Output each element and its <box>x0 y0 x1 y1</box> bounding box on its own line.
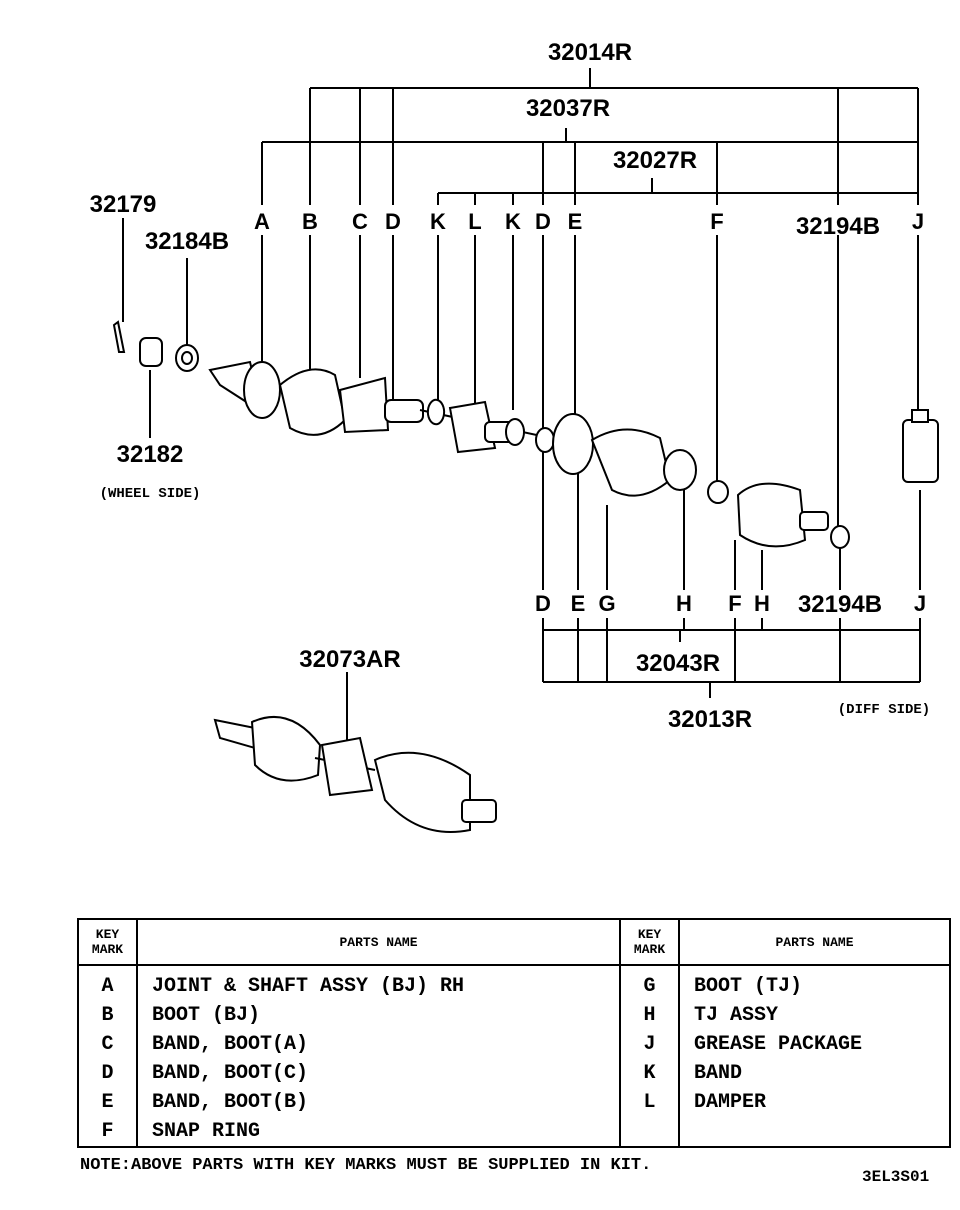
key-cell: B <box>77 1001 138 1030</box>
key-mark: E <box>568 209 583 234</box>
key-cell: H <box>619 1001 681 1030</box>
parts-name-header: PARTS NAME <box>135 918 622 966</box>
wheel-side-label: (WHEEL SIDE) <box>100 486 201 502</box>
exploded-parts-diagram: 32014R 32037R 32027R 32179 32184B 32194B… <box>90 39 939 833</box>
tj-joint-assy <box>590 428 850 549</box>
kit-note: NOTE:ABOVE PARTS WITH KEY MARKS MUST BE … <box>80 1156 652 1175</box>
key-mark: F <box>710 209 723 234</box>
callout-brackets <box>122 68 921 742</box>
drawing-code: 3EL3S01 <box>862 1168 930 1186</box>
name-cell: DAMPER <box>694 1091 767 1114</box>
key-mark-header: KEY MARK <box>77 918 138 966</box>
grease-package <box>902 409 939 483</box>
name-cell: BOOT (TJ) <box>694 975 803 998</box>
part-number-32194B-bottom: 32194B <box>798 591 882 618</box>
key-cell: L <box>619 1088 681 1117</box>
key-cell: F <box>77 1117 138 1147</box>
diff-side-label: (DIFF SIDE) <box>838 702 930 718</box>
key-cell: G <box>619 965 681 1001</box>
table-row: C BAND, BOOT(A) J GREASE PACKAGE <box>77 1030 950 1059</box>
key-cell: A <box>77 965 138 1001</box>
part-number-32194B-top: 32194B <box>796 213 880 240</box>
bottom-key-marks: D E G H F H J <box>535 591 926 616</box>
key-mark: B <box>302 209 318 234</box>
part-number-32037R: 32037R <box>526 95 610 122</box>
part-number-32184B: 32184B <box>145 228 229 255</box>
key-mark: C <box>352 209 368 234</box>
table-row: F SNAP RING <box>77 1117 950 1147</box>
table-row: D BAND, BOOT(C) K BAND <box>77 1059 950 1088</box>
part-number-32182: 32182 <box>117 441 184 468</box>
bj-joint-and-shaft <box>208 360 594 475</box>
key-mark: J <box>912 209 924 234</box>
key-mark-parts-table: KEY MARK PARTS NAME KEY MARK PARTS NAME … <box>77 918 951 1148</box>
key-mark: D <box>535 209 551 234</box>
assembled-drive-shaft-32073AR <box>213 715 497 833</box>
key-mark: L <box>468 209 481 234</box>
top-key-marks: A B C D K L K D E F J <box>254 209 924 234</box>
part-number-32013R: 32013R <box>668 706 752 733</box>
key-mark: K <box>505 209 521 234</box>
name-cell: BAND <box>694 1062 743 1085</box>
name-cell: SNAP RING <box>152 1120 261 1143</box>
wheel-side-nut-and-pin <box>112 320 199 372</box>
table-row: B BOOT (BJ) H TJ ASSY <box>77 1001 950 1030</box>
part-number-32014R: 32014R <box>548 39 632 66</box>
part-number-32043R: 32043R <box>636 650 720 677</box>
key-mark: D <box>385 209 401 234</box>
key-mark: H <box>676 591 692 616</box>
table-row: E BAND, BOOT(B) L DAMPER <box>77 1088 950 1117</box>
name-cell <box>679 1117 950 1147</box>
name-cell: BOOT (BJ) <box>152 1004 261 1027</box>
key-mark: A <box>254 209 270 234</box>
name-cell: JOINT & SHAFT ASSY (BJ) RH <box>152 975 465 998</box>
key-cell: K <box>619 1059 681 1088</box>
key-mark-header: KEY MARK <box>619 918 681 966</box>
name-cell: GREASE PACKAGE <box>694 1033 863 1056</box>
parts-name-header: PARTS NAME <box>678 918 951 966</box>
name-cell: BAND, BOOT(A) <box>152 1033 309 1056</box>
key-mark: F <box>728 591 741 616</box>
part-number-32073AR: 32073AR <box>299 646 400 673</box>
part-number-32179: 32179 <box>90 191 157 218</box>
key-cell: D <box>77 1059 138 1088</box>
name-cell: TJ ASSY <box>694 1004 779 1027</box>
key-mark: K <box>430 209 446 234</box>
key-mark: H <box>754 591 770 616</box>
name-cell: BAND, BOOT(B) <box>152 1091 309 1114</box>
part-number-32027R: 32027R <box>613 147 697 174</box>
key-mark: J <box>914 591 926 616</box>
key-mark: G <box>598 591 615 616</box>
key-mark: E <box>571 591 586 616</box>
key-cell <box>619 1117 681 1147</box>
name-cell: BAND, BOOT(C) <box>152 1062 309 1085</box>
key-cell: C <box>77 1030 138 1059</box>
key-mark: D <box>535 591 551 616</box>
table-row: A JOINT & SHAFT ASSY (BJ) RH G BOOT (TJ) <box>77 965 950 1001</box>
key-cell: E <box>77 1088 138 1117</box>
key-cell: J <box>619 1030 681 1059</box>
